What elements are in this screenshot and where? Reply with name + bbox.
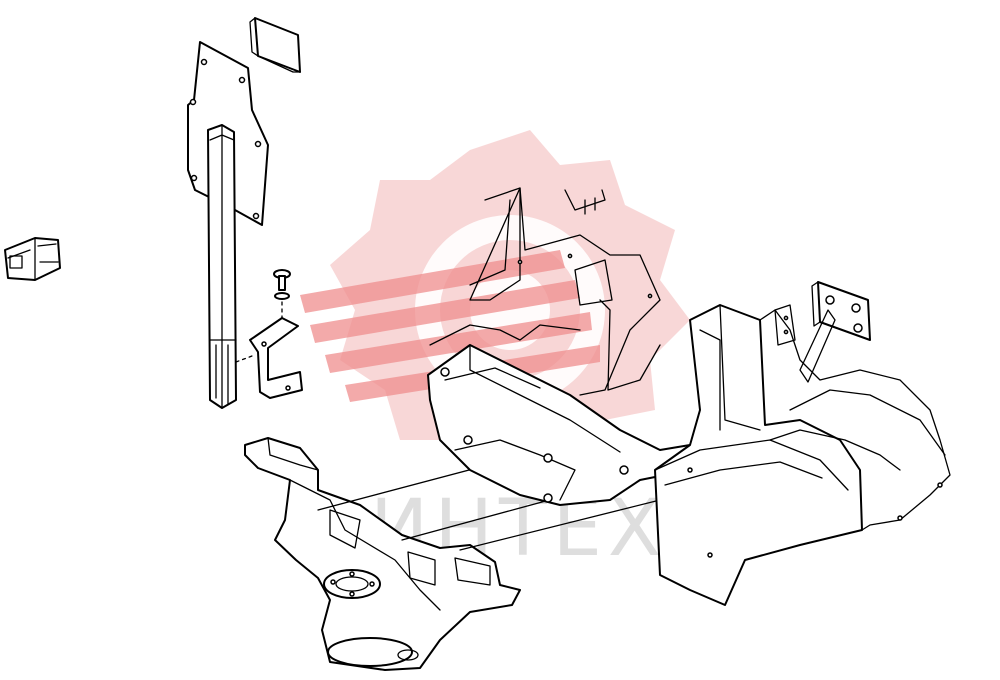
mounting-bracket	[235, 317, 303, 399]
rubber-pad	[249, 17, 301, 73]
watermark-logo: ИНТЕХ	[300, 130, 690, 574]
bolt	[273, 269, 291, 321]
rear-fender-assembly	[654, 304, 951, 606]
electrical-connector	[4, 237, 61, 281]
rear-mount-tab	[774, 304, 796, 346]
support-rail	[207, 124, 237, 409]
upper-box-frame	[429, 187, 661, 396]
rear-support-plate	[799, 281, 871, 383]
front-axle-cradle	[244, 437, 521, 671]
